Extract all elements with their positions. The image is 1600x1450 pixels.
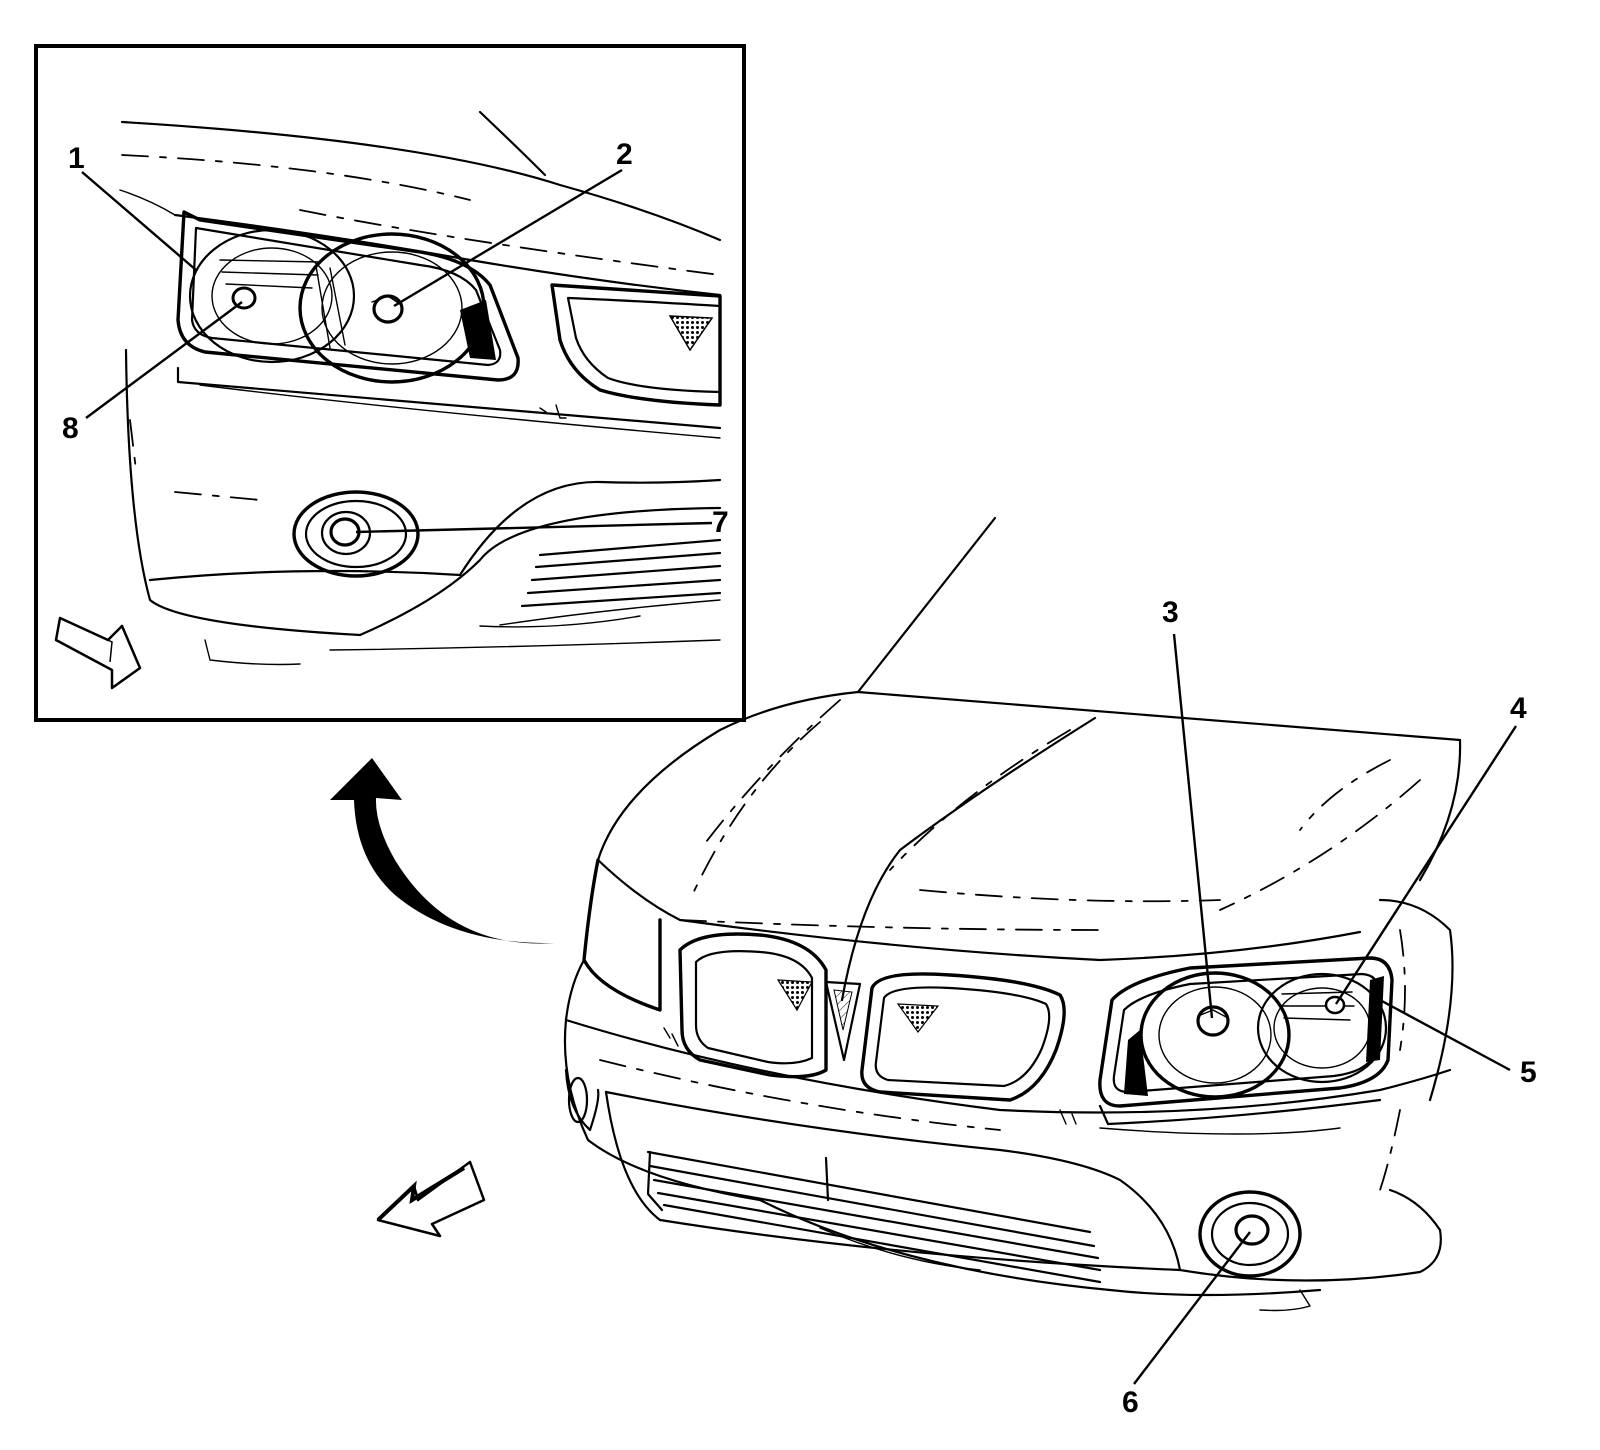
- inset-grille: [550, 283, 722, 407]
- inset-fog-lamp: [292, 490, 420, 578]
- callout-1: 1: [68, 142, 85, 175]
- vehicle-center-emblem: [824, 980, 862, 1062]
- callout-7: 7: [712, 506, 729, 539]
- leader-8: [85, 301, 243, 419]
- vehicle-fog-lamp: [1198, 1190, 1302, 1278]
- inset-forward-arrow-icon: [54, 616, 142, 690]
- callout-3: 3: [1162, 596, 1179, 629]
- leader-5: [1379, 998, 1511, 1072]
- vehicle-left-grille: [663, 932, 828, 1079]
- main-vehicle-view: [376, 516, 1462, 1312]
- callout-4: 4: [1510, 692, 1527, 725]
- callout-5: 5: [1520, 1056, 1537, 1089]
- callout-6: 6: [1122, 1386, 1139, 1419]
- inset-lower-grille: [479, 538, 722, 628]
- leader-4: [1334, 725, 1518, 1005]
- vehicle-headlamp-assembly: [1098, 956, 1394, 1108]
- inset-detail-view: [34, 44, 746, 722]
- callout-2: 2: [616, 138, 633, 171]
- callout-8: 8: [62, 412, 79, 445]
- detail-transition-arrow-icon: [330, 758, 555, 944]
- leader-3: [1172, 633, 1214, 1019]
- forward-direction-arrow-icon: [376, 1160, 486, 1238]
- inset-bumper: [124, 348, 722, 666]
- vehicle-hood: [596, 516, 1462, 1102]
- leader-2: [393, 168, 623, 308]
- leader-6: [1133, 1231, 1251, 1385]
- vehicle-lower-grille: [646, 1150, 1102, 1284]
- leader-7: [355, 521, 713, 534]
- callout-labels: 1 2 3 4 5 6 7 8: [62, 138, 1537, 1419]
- vehicle-front-bumper: [564, 1018, 1452, 1312]
- callout-leaders: [81, 168, 1518, 1385]
- leader-1: [81, 171, 197, 271]
- inset-headlamp-assembly: [176, 210, 520, 384]
- vehicle-right-grille: [860, 972, 1066, 1102]
